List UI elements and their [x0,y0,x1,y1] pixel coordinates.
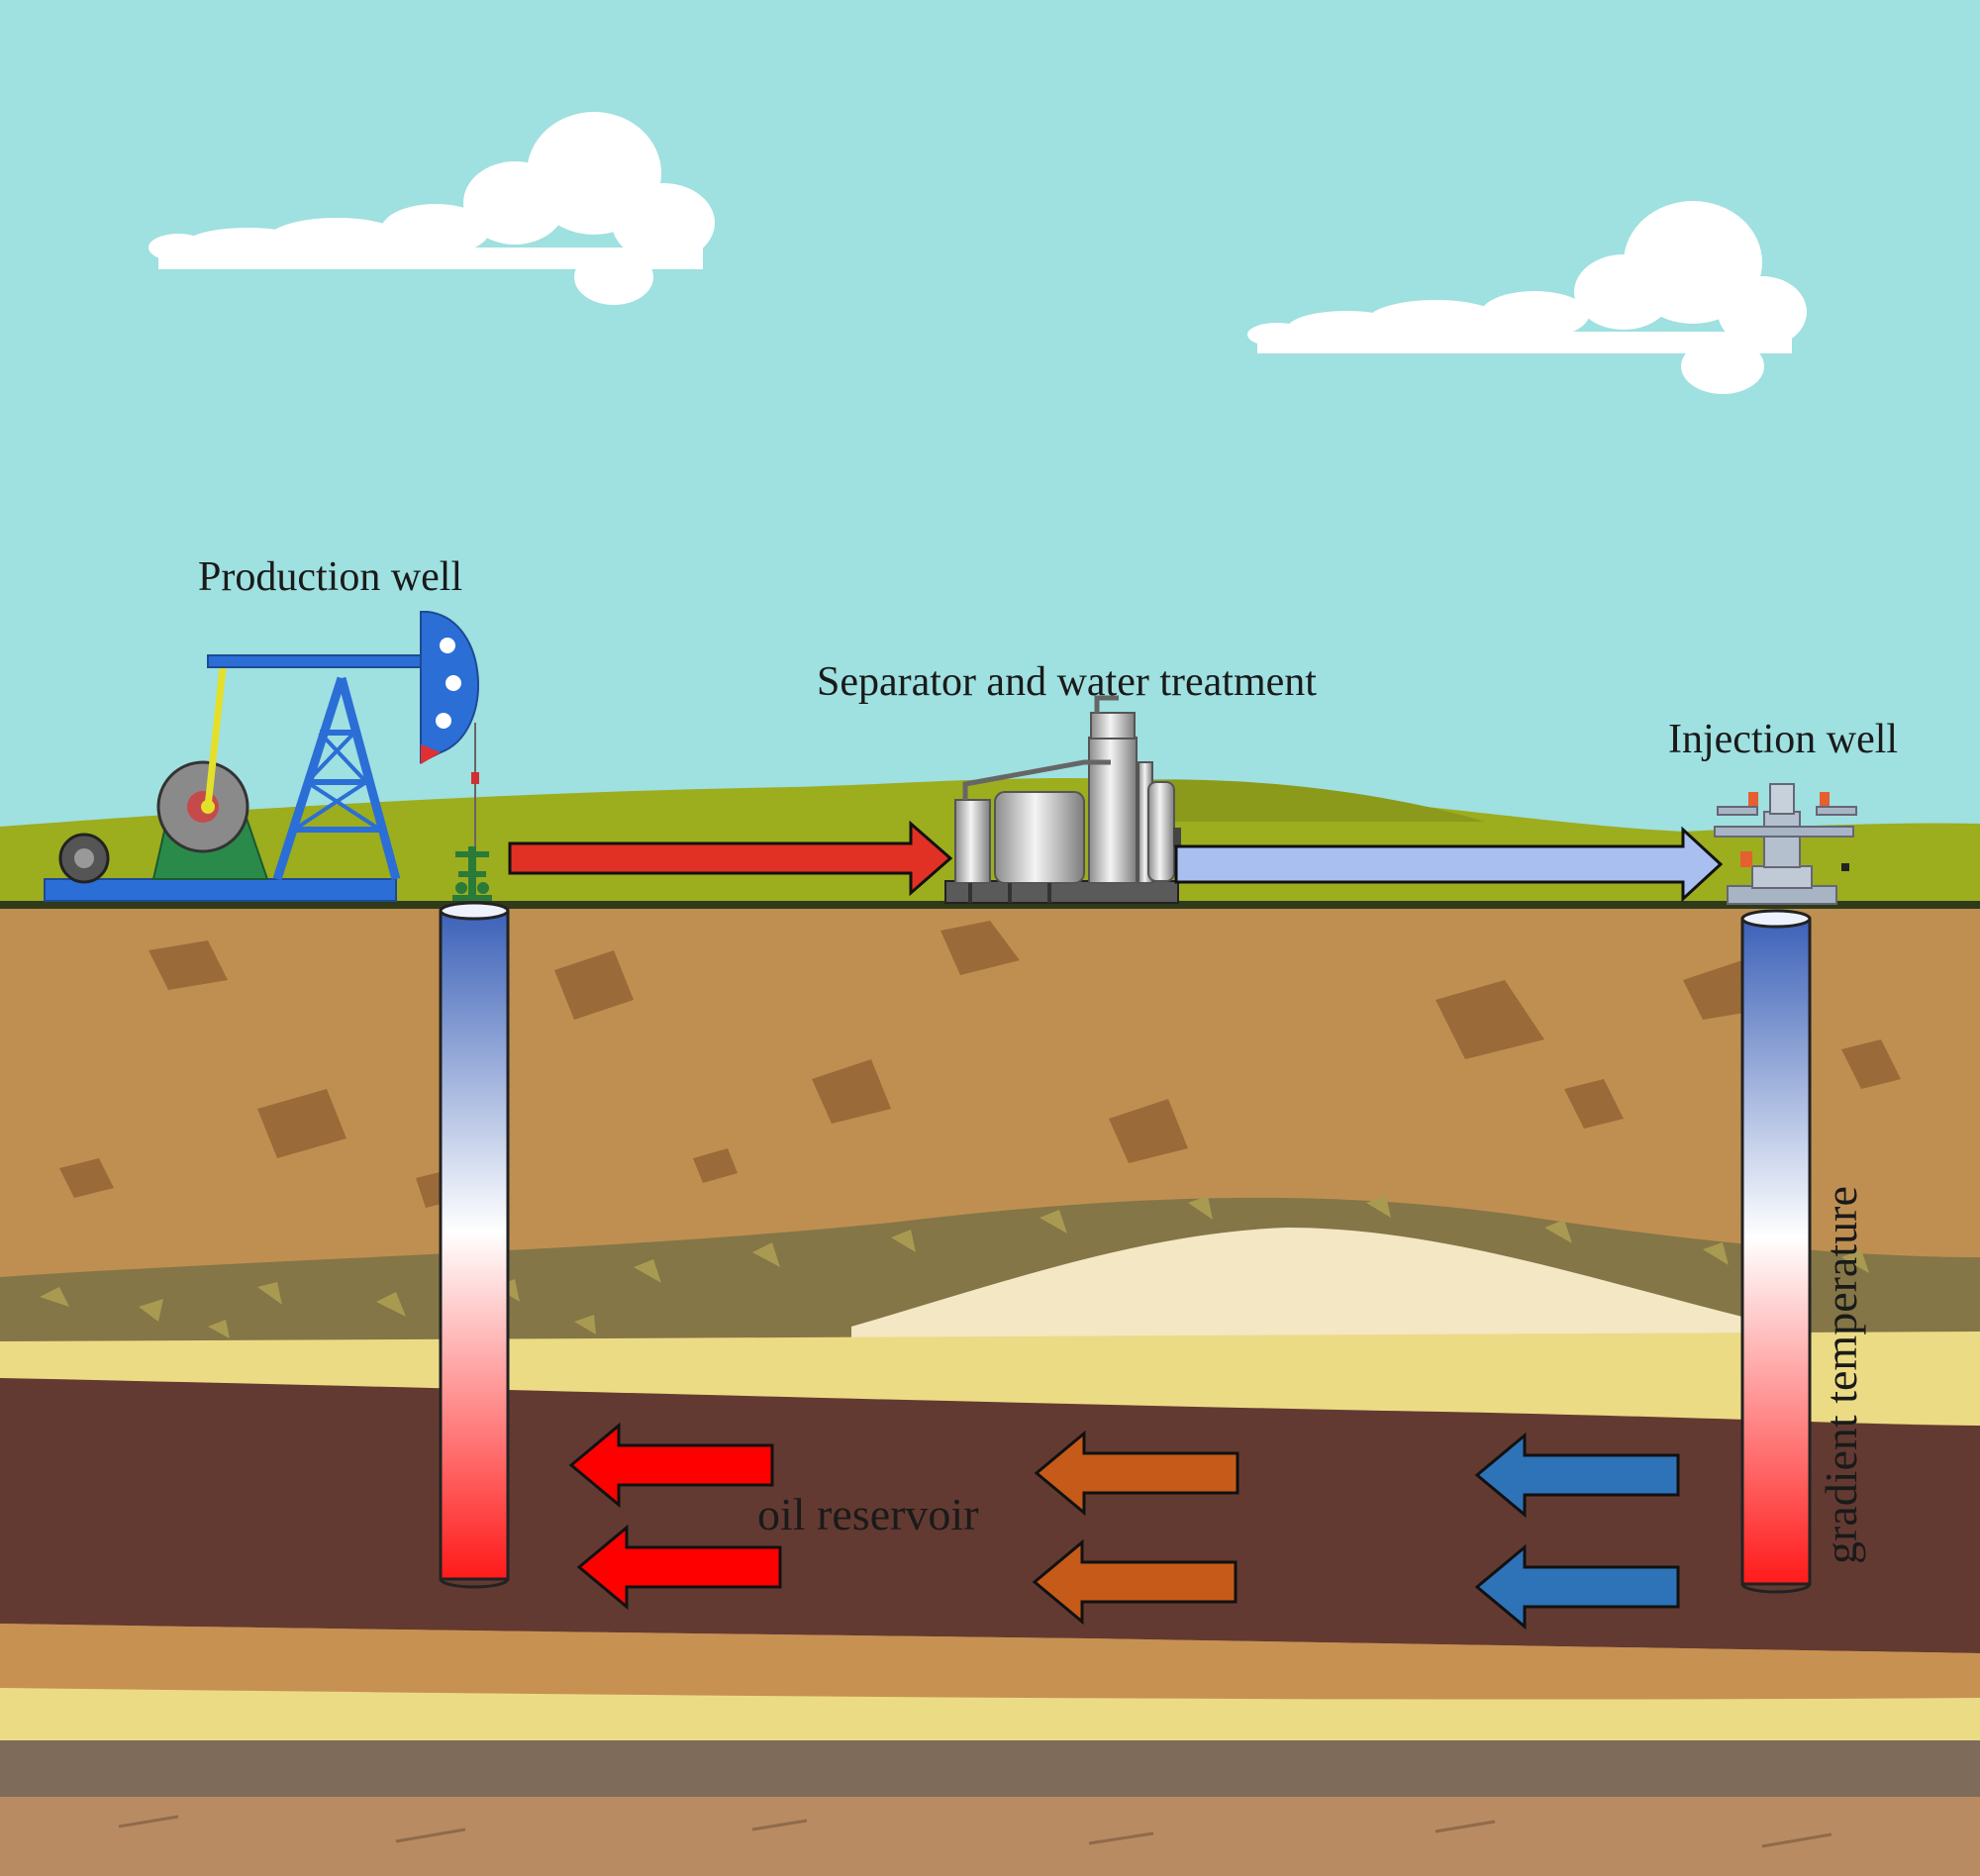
hot-arrow-lower [576,1524,782,1611]
production-wellhead [452,846,492,901]
pumpjack [44,611,479,902]
bedrock-layer [0,1797,1980,1876]
warm-arrow-upper [1034,1430,1239,1517]
cloud-right [1247,201,1807,394]
soil-rocks [59,921,1901,1208]
bedrock-gray-layer [0,1740,1980,1800]
label-gradient-temperature: gradient temperature [1816,1186,1866,1564]
lower-sand-layer [0,1688,1980,1744]
cloud-left [148,112,715,305]
reservoir-flow-arrows [568,1422,1680,1630]
injection-wellhead [1714,783,1857,905]
gravel-speckles [40,1196,1869,1338]
injection-wellbore [1740,909,1812,1594]
hot-arrow-upper [568,1422,774,1509]
ground-surface [0,901,1980,911]
cold-arrow-upper [1474,1432,1680,1519]
separator-facility [944,695,1181,904]
bedrock-strokes [118,1815,1832,1848]
label-oil-reservoir: oil reservoir [757,1489,979,1539]
cold-arrow-lower [1474,1543,1680,1630]
oil-reservoir-layer [0,1378,1980,1653]
label-injection-well: Injection well [1668,717,1898,762]
sand-dome [851,1228,1742,1356]
label-separator: Separator and water treatment [817,659,1317,705]
flow-arrow-to-injection [1174,826,1724,903]
label-production-well: Production well [198,554,462,600]
sky [0,0,1980,921]
flow-arrow-to-separator [508,820,953,897]
distant-hill [1089,779,1485,822]
warm-arrow-lower [1032,1538,1238,1626]
production-wellbore [439,901,510,1589]
